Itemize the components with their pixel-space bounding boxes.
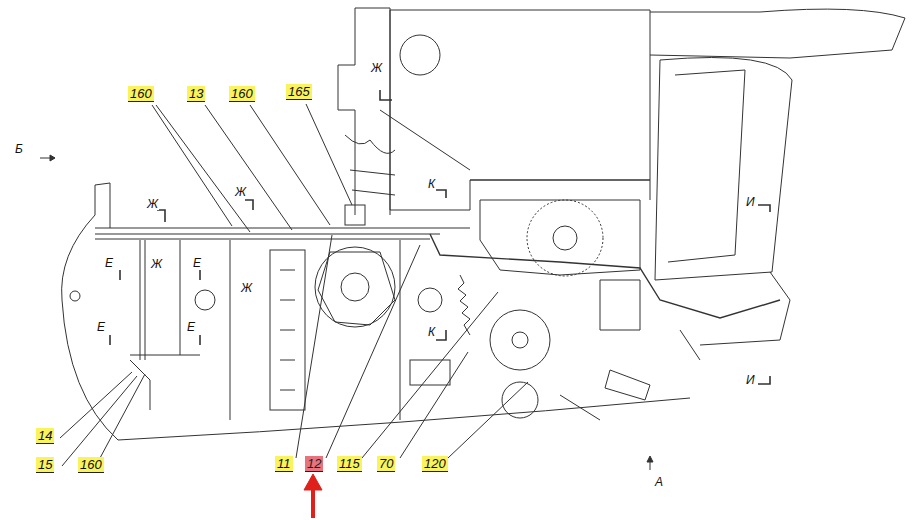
callout-number: 15 [36,457,54,473]
section-marker: А [654,476,664,488]
section-marker: К [427,178,436,190]
section-marker: Е [192,257,202,269]
callout-number: 13 [187,86,205,102]
callout-number: 165 [286,84,312,100]
section-marker: Е [104,257,114,269]
callout-number: 11 [275,456,293,472]
section-marker: Ж [146,198,159,210]
callout-number: 120 [422,456,448,472]
callout-number: 160 [128,86,154,102]
callout-number: 115 [337,456,362,472]
callout-number: 160 [229,86,255,102]
callout-number: 14 [36,428,54,444]
section-marker: Ж [370,62,383,74]
section-marker: И [745,374,756,386]
section-marker: И [745,196,756,208]
section-marker: К [427,326,436,338]
section-marker: Ж [234,186,247,198]
section-marker: Б [14,143,24,155]
callout-number: 160 [78,457,104,473]
section-marker: Е [96,321,106,333]
section-marker: Ж [240,282,253,294]
callout-number: 70 [377,456,395,472]
section-marker: Ж [150,258,163,270]
callout-number-highlighted: 12 [305,456,323,472]
section-marker: Е [186,321,196,333]
